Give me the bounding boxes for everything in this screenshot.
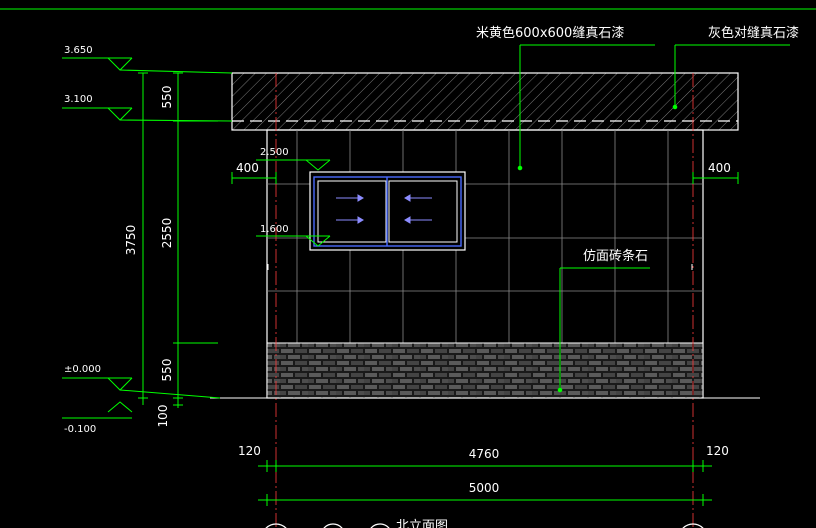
title-circle-inner [323, 523, 343, 528]
base-stone-band [266, 342, 704, 399]
axis-bubble-left [265, 523, 287, 528]
wall-body [266, 129, 704, 399]
dim-overall: 5000 [469, 481, 500, 495]
dim-wall: 2550 [160, 218, 174, 249]
base-stone-label: 仿面砖条石 [583, 248, 648, 264]
dim-outdoor-drop: 100 [156, 405, 170, 428]
dim-inner: 4760 [469, 447, 500, 461]
level-outdoor: -0.100 [64, 424, 96, 435]
dim-right-edge: 120 [706, 444, 729, 458]
axis-lines [275, 73, 694, 528]
level-window-sill: 1.600 [260, 224, 289, 235]
level-roof-top: 3.650 [64, 45, 93, 56]
level-ground: ±0.000 [64, 364, 101, 375]
dim-base: 550 [160, 359, 174, 382]
level-roof-bottom: 3.100 [64, 94, 93, 105]
dim-total: 3750 [124, 225, 138, 256]
top-coating-label: 米黄色600x600缝真石漆 [476, 25, 624, 41]
window [309, 171, 466, 251]
dim-left-edge: 120 [238, 444, 261, 458]
cornice-coating-label: 灰色对缝真石漆 [708, 25, 799, 41]
drawing-title: 北立面图 [396, 519, 448, 528]
dim-cornice: 550 [160, 86, 174, 109]
title-circle-outer [370, 523, 390, 528]
level-window-top: 2.500 [260, 147, 289, 158]
axis-bubble-right [682, 523, 704, 528]
dim-right-offset: 400 [708, 161, 731, 175]
dim-left-offset: 400 [236, 161, 259, 175]
